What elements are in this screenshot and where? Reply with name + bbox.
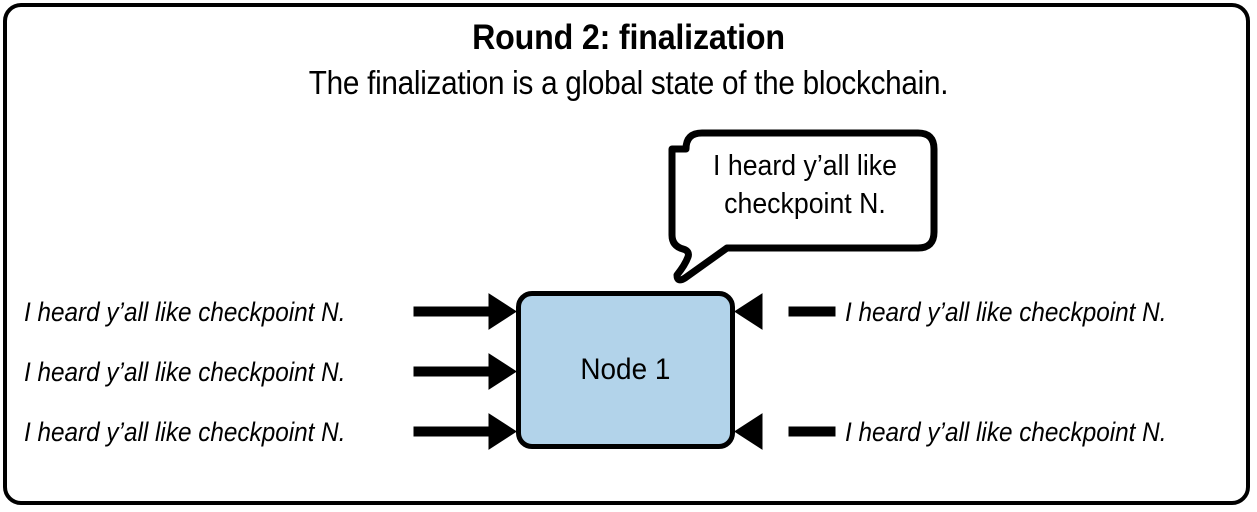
message-left-2: I heard y’all like checkpoint N. bbox=[24, 357, 346, 387]
page-subtitle: The finalization is a global state of th… bbox=[308, 64, 949, 101]
speech-bubble-shape bbox=[668, 129, 938, 284]
node-label: Node 1 bbox=[580, 353, 671, 386]
message-right-1: I heard y’all like checkpoint N. bbox=[845, 297, 1167, 327]
message-left-1: I heard y’all like checkpoint N. bbox=[24, 297, 346, 327]
node-box[interactable]: Node 1 bbox=[516, 291, 735, 449]
speech-bubble-text: I heard y’all like checkpoint N. bbox=[713, 150, 897, 220]
message-right-2: I heard y’all like checkpoint N. bbox=[845, 417, 1167, 447]
message-left-3: I heard y’all like checkpoint N. bbox=[24, 417, 346, 447]
speech-bubble: I heard y’all like checkpoint N. bbox=[655, 125, 955, 290]
page-title: Round 2: finalization bbox=[472, 18, 785, 57]
